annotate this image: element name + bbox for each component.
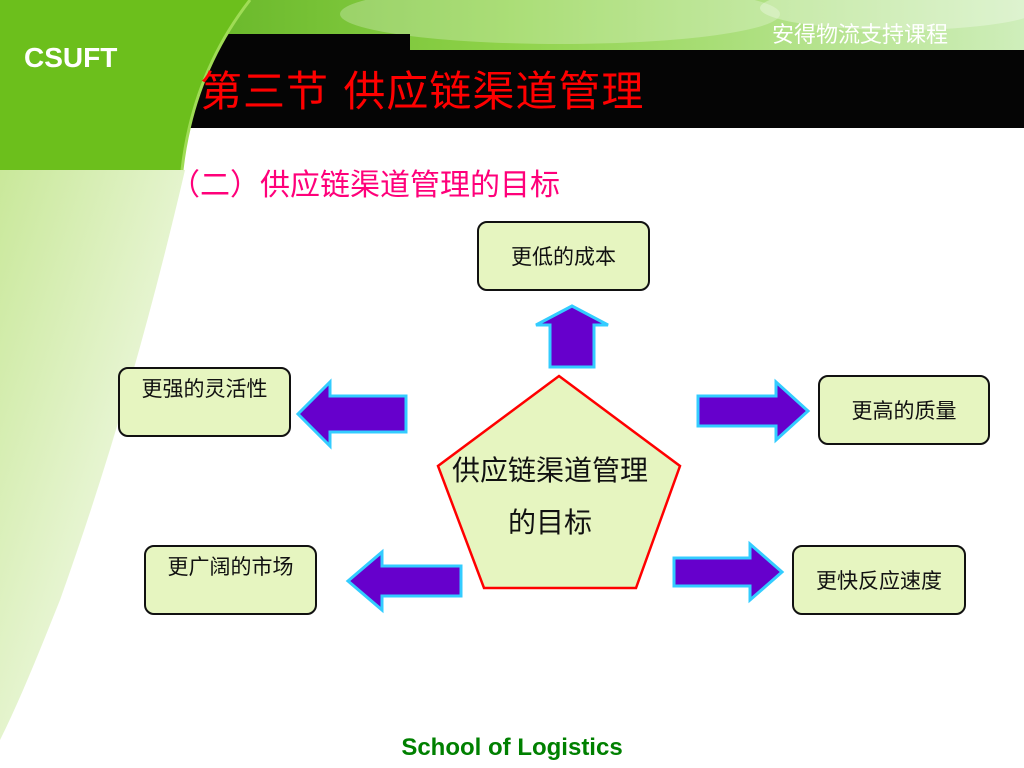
course-name: 安得物流支持课程: [771, 23, 948, 48]
section-subtitle: （二）供应链渠道管理的目标: [170, 168, 560, 203]
arrow-right-lower: [672, 540, 785, 604]
center-label-line1: 供应链渠道管理: [451, 454, 648, 487]
goal-higher-quality: 更高的质量: [818, 375, 990, 445]
arrow-left-upper: [295, 378, 408, 450]
slide-title: 第三节 供应链渠道管理: [200, 67, 645, 116]
goal-pentagon: [436, 374, 682, 590]
goal-faster-response: 更快反应速度: [792, 545, 966, 615]
title-black-band: [190, 34, 1024, 128]
arrow-left-lower: [345, 548, 463, 614]
arrow-right-upper: [696, 378, 811, 444]
goal-wider-market: 更广阔的市场: [144, 545, 317, 615]
goal-stronger-flexibility: 更强的灵活性: [118, 367, 291, 437]
footer-school: School of Logistics: [401, 734, 623, 761]
logo-green-corner: [0, 0, 250, 170]
goal-lower-cost: 更低的成本: [477, 221, 650, 291]
left-green-wash: [0, 170, 185, 740]
logo-text: CSUFT: [24, 42, 118, 73]
center-label-line2: 的目标: [507, 506, 592, 539]
arrow-up: [535, 304, 609, 369]
center-label: 供应链渠道管理 的目标: [430, 445, 670, 549]
